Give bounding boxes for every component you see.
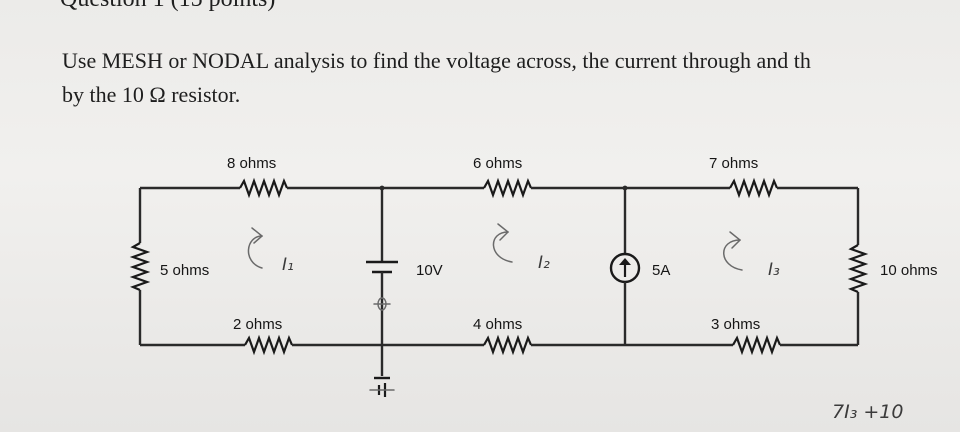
- question-line-2: by the 10 Ω resistor.: [62, 82, 241, 107]
- resistor-5-ohms-symbol: [129, 242, 151, 292]
- label-5-ohms: 5 ohms: [160, 262, 209, 279]
- resistor-2-ohms-symbol: [244, 334, 294, 356]
- left-branch: [129, 188, 151, 345]
- handwritten-note: 7I₃ +10: [832, 401, 903, 423]
- resistor-10-ohms-symbol: [847, 244, 869, 294]
- label-10-ohms: 10 ohms: [880, 262, 938, 279]
- question-line-1: Use MESH or NODAL analysis to find the v…: [62, 48, 811, 73]
- arrow-up-icon: [619, 258, 631, 265]
- mesh-arrow-i2: I₂: [492, 223, 550, 273]
- mesh-label-i2: I₂: [538, 253, 550, 273]
- label-6-ohms: 6 ohms: [473, 155, 522, 172]
- bottom-wire: [140, 334, 858, 356]
- resistor-8-ohms-symbol: [239, 177, 289, 199]
- label-2-ohms: 2 ohms: [233, 316, 282, 333]
- mesh-arrow-i1: I₁: [247, 227, 294, 275]
- label-10v-source: 10V: [416, 262, 443, 279]
- voltage-source-branch: [366, 188, 398, 397]
- top-wire: [140, 177, 858, 199]
- resistor-6-ohms-symbol: [483, 177, 533, 199]
- resistor-3-ohms-symbol: [732, 334, 782, 356]
- label-3-ohms: 3 ohms: [711, 316, 760, 333]
- label-5a-source: 5A: [652, 262, 670, 279]
- mesh-label-i3: I₃: [768, 260, 780, 280]
- right-branch: [847, 188, 869, 345]
- mesh-label-i1: I₁: [282, 255, 294, 275]
- label-7-ohms: 7 ohms: [709, 155, 758, 172]
- question-header: Question 1 (15 points): [60, 0, 275, 13]
- question-text: Use MESH or NODAL analysis to find the v…: [62, 44, 811, 112]
- resistor-7-ohms-symbol: [729, 177, 779, 199]
- resistor-4-ohms-symbol: [483, 334, 533, 356]
- label-4-ohms: 4 ohms: [473, 316, 522, 333]
- label-8-ohms: 8 ohms: [227, 155, 276, 172]
- current-source-branch: [609, 188, 641, 345]
- mesh-arrow-i3: I₃: [723, 231, 780, 280]
